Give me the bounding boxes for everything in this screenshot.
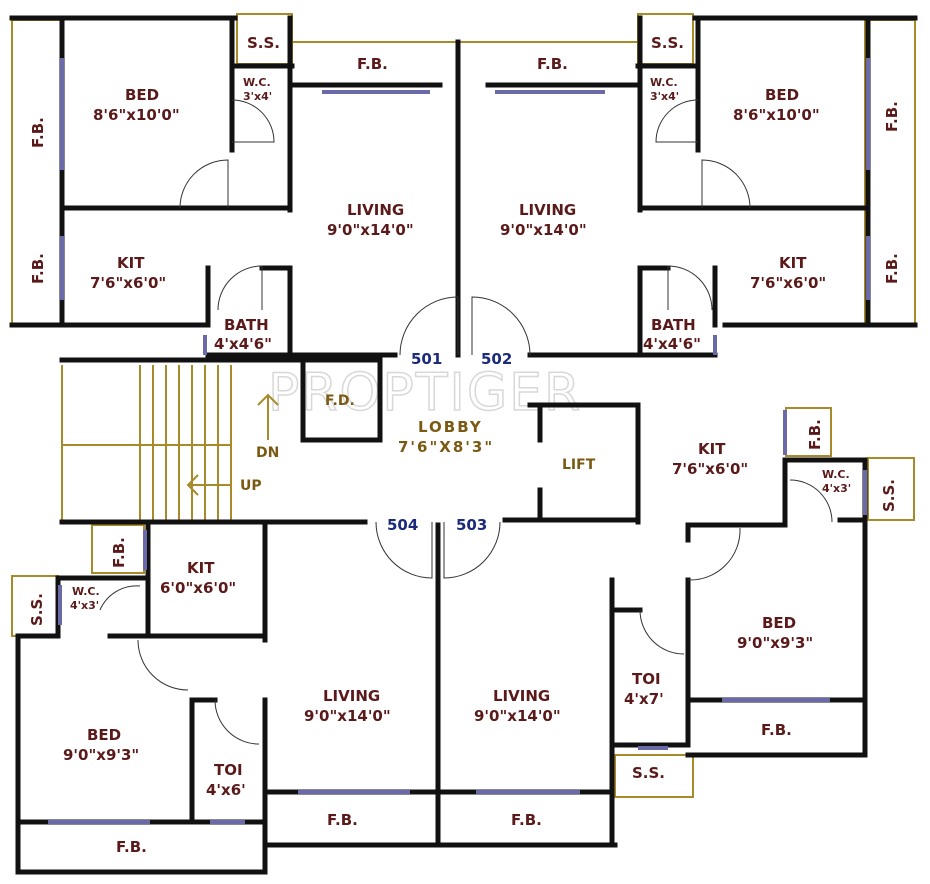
ss-label: S.S. bbox=[28, 593, 46, 626]
wc-dim-bl: 4'x3' bbox=[70, 599, 99, 612]
bed-label-bl: BED bbox=[87, 726, 121, 744]
bed-dim-tr: 8'6"x10'0" bbox=[733, 106, 820, 124]
balcony-labels: F.B. F.B. S.S. S.S. F.B. S.S. F.B. F.B. … bbox=[28, 34, 901, 856]
kit-label-bl: KIT bbox=[187, 559, 215, 577]
fb-label: F.B. bbox=[537, 55, 568, 73]
fd-label: F.D. bbox=[325, 393, 355, 409]
wc-label-tr: W.C. bbox=[650, 76, 678, 89]
fb-label: F.B. bbox=[29, 117, 47, 148]
kit-label-br: KIT bbox=[698, 440, 726, 458]
wc-dim-tr: 3'x4' bbox=[650, 90, 679, 103]
fb-label: F.B. bbox=[511, 811, 542, 829]
bed-label-br: BED bbox=[762, 614, 796, 632]
kit-dim-br: 7'6"x6'0" bbox=[672, 460, 748, 478]
fb-label: F.B. bbox=[761, 721, 792, 739]
living-dim-503: 9'0"x14'0" bbox=[474, 707, 561, 725]
unit-number-501: 501 bbox=[411, 350, 442, 368]
wc-label-bl: W.C. bbox=[72, 585, 100, 598]
unit-number-504: 504 bbox=[387, 516, 418, 534]
ss-label: S.S. bbox=[651, 34, 684, 52]
living-label-502: LIVING bbox=[519, 201, 576, 219]
bed-label-tr: BED bbox=[765, 86, 799, 104]
bath-dim-tr: 4'x4'6" bbox=[643, 335, 701, 353]
toi-label-br: TOI bbox=[632, 670, 661, 688]
living-label-501: LIVING bbox=[347, 201, 404, 219]
ss-label: S.S. bbox=[247, 34, 280, 52]
kit-dim-tl: 7'6"x6'0" bbox=[90, 274, 166, 292]
unit-numbers: 501 502 504 503 bbox=[387, 350, 512, 534]
fb-label: F.B. bbox=[110, 537, 128, 568]
fb-label: F.B. bbox=[357, 55, 388, 73]
kit-label-tr: KIT bbox=[779, 254, 807, 272]
fb-label: F.B. bbox=[29, 253, 47, 284]
fb-label: F.B. bbox=[806, 419, 824, 450]
bath-dim-tl: 4'x4'6" bbox=[214, 335, 272, 353]
kit-label-tl: KIT bbox=[117, 254, 145, 272]
living-dim-502: 9'0"x14'0" bbox=[500, 221, 587, 239]
bed-dim-bl: 9'0"x9'3" bbox=[63, 746, 139, 764]
wc-dim-tl: 3'x4' bbox=[243, 90, 272, 103]
watermark: PROPTIGER bbox=[268, 363, 582, 423]
unit-number-502: 502 bbox=[481, 350, 512, 368]
wc-label-br: W.C. bbox=[822, 468, 850, 481]
living-label-504: LIVING bbox=[323, 687, 380, 705]
windows bbox=[48, 58, 870, 824]
fb-label: F.B. bbox=[327, 811, 358, 829]
doors bbox=[99, 99, 833, 745]
stairs-down-label: DN bbox=[256, 445, 279, 461]
living-dim-501: 9'0"x14'0" bbox=[327, 221, 414, 239]
unit-number-503: 503 bbox=[456, 516, 487, 534]
kit-dim-bl: 6'0"x6'0" bbox=[160, 579, 236, 597]
fb-label: F.B. bbox=[883, 101, 901, 132]
toi-dim-bl: 4'x6' bbox=[206, 781, 246, 799]
lobby-dim: 7'6"X8'3" bbox=[398, 438, 494, 456]
bed-dim-tl: 8'6"x10'0" bbox=[93, 106, 180, 124]
bath-label-tl: BATH bbox=[224, 316, 269, 334]
ss-label: S.S. bbox=[880, 479, 898, 512]
ss-label: S.S. bbox=[632, 764, 665, 782]
room-labels: BED 8'6"x10'0" W.C. 3'x4' LIVING 9'0"x14… bbox=[63, 76, 851, 799]
staircase: UP DN bbox=[61, 365, 279, 522]
living-dim-504: 9'0"x14'0" bbox=[304, 707, 391, 725]
bed-label-tl: BED bbox=[125, 86, 159, 104]
lobby-label: LOBBY bbox=[418, 418, 483, 436]
bed-dim-br: 9'0"x9'3" bbox=[737, 634, 813, 652]
toi-dim-br: 4'x7' bbox=[624, 690, 664, 708]
wc-dim-br: 4'x3' bbox=[822, 482, 851, 495]
fb-label: F.B. bbox=[116, 838, 147, 856]
living-label-503: LIVING bbox=[493, 687, 550, 705]
toi-label-bl: TOI bbox=[214, 761, 243, 779]
wc-label-tl: W.C. bbox=[243, 76, 271, 89]
lift-label: LIFT bbox=[562, 457, 596, 473]
kit-dim-tr: 7'6"x6'0" bbox=[750, 274, 826, 292]
bath-label-tr: BATH bbox=[651, 316, 696, 334]
fb-label: F.B. bbox=[883, 253, 901, 284]
stairs-up-label: UP bbox=[240, 478, 262, 494]
